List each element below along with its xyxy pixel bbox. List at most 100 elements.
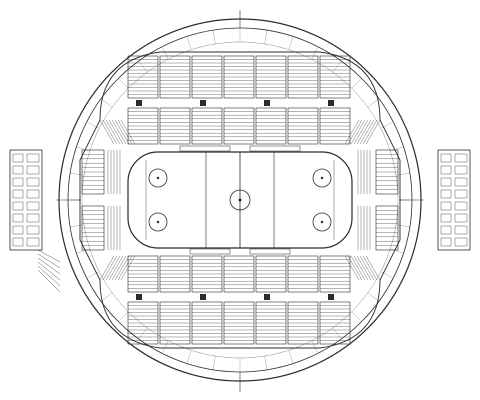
entrance-stair xyxy=(37,253,61,269)
concourse-rib xyxy=(288,350,294,364)
annex-room xyxy=(454,165,468,175)
concourse-rib xyxy=(212,30,216,44)
south-upper-section xyxy=(255,301,287,345)
concourse-rib xyxy=(380,121,394,129)
concourse-rib xyxy=(76,146,90,152)
corner-seat-row xyxy=(99,119,115,145)
annex-room xyxy=(440,225,452,235)
concourse-rib xyxy=(396,224,410,228)
vomitory xyxy=(264,100,270,106)
vomitory xyxy=(136,294,142,300)
corner-seat-row xyxy=(102,255,118,281)
concourse-rib xyxy=(288,36,294,50)
south-lower-section xyxy=(287,255,319,293)
corner-seat-row xyxy=(347,119,363,145)
annex-room xyxy=(12,213,24,223)
seating-bowl xyxy=(79,51,401,349)
annex-room xyxy=(454,237,468,247)
concourse-rib xyxy=(367,292,380,302)
concourse-rib xyxy=(161,46,169,60)
annex-room xyxy=(454,189,468,199)
annex-room xyxy=(12,177,24,187)
north-lower-section xyxy=(287,107,319,145)
south-upper-section xyxy=(223,301,255,345)
player-bench xyxy=(179,145,231,152)
east-end-section xyxy=(375,205,399,251)
vomitory xyxy=(264,294,270,300)
south-lower-section xyxy=(191,255,223,293)
corner-seat-row xyxy=(362,255,378,281)
corner-seat-row xyxy=(111,119,127,145)
concourse-rib xyxy=(70,172,84,176)
concourse-rib xyxy=(86,121,100,129)
south-lower-section xyxy=(223,255,255,293)
south-upper-section xyxy=(319,301,351,345)
annex-room xyxy=(440,177,452,187)
concourse-rib xyxy=(212,356,216,370)
concourse-rib xyxy=(70,224,84,228)
corner-seat-row xyxy=(117,255,133,281)
north-upper-section xyxy=(159,55,191,99)
corner-seat-row xyxy=(365,119,381,145)
annex-room xyxy=(454,213,468,223)
corner-seat-row xyxy=(102,119,118,145)
entrance-stair xyxy=(37,261,61,281)
corner-seat-row xyxy=(365,255,381,281)
annex-room xyxy=(440,213,452,223)
corner-seat-row xyxy=(362,119,378,145)
concourse-rib xyxy=(186,36,192,50)
corner-seat-row xyxy=(105,119,121,145)
corner-seat-row xyxy=(108,255,124,281)
concourse-rib xyxy=(367,98,380,108)
north-upper-section xyxy=(223,55,255,99)
north-lower-section xyxy=(319,107,351,145)
entrance-stair xyxy=(37,265,61,287)
south-upper-section xyxy=(159,301,191,345)
south-lower-section xyxy=(127,255,159,293)
south-lower-section xyxy=(159,255,191,293)
corner-seat-row xyxy=(353,119,369,145)
faceoff-circle xyxy=(148,212,168,232)
annex-room xyxy=(12,237,24,247)
left-annex xyxy=(9,149,43,251)
annex-room xyxy=(12,165,24,175)
concourse-rib xyxy=(186,350,192,364)
corner-seat-row xyxy=(114,119,130,145)
north-upper-section xyxy=(127,55,159,99)
outer-concourse xyxy=(56,10,424,392)
annex-room xyxy=(440,165,452,175)
corner-seat-row xyxy=(359,119,375,145)
corner-seat-row xyxy=(353,255,369,281)
annex-room xyxy=(26,189,40,199)
faceoff-circle xyxy=(312,212,332,232)
concourse-rib xyxy=(311,340,319,354)
annex-room xyxy=(454,177,468,187)
north-lower-section xyxy=(223,107,255,145)
concourse-rib xyxy=(351,311,362,322)
annex-room xyxy=(454,153,468,163)
concourse-rib xyxy=(118,78,129,89)
annex-room xyxy=(12,189,24,199)
concourse-rib xyxy=(264,30,268,44)
annex-outline xyxy=(437,149,471,251)
annex-room xyxy=(454,225,468,235)
center-dot xyxy=(238,198,242,202)
south-upper-section xyxy=(191,301,223,345)
vomitory xyxy=(200,294,206,300)
annex-room xyxy=(26,201,40,211)
concourse-rib xyxy=(76,248,90,254)
west-end-section xyxy=(81,149,105,195)
concourse-rib xyxy=(351,78,362,89)
entrance-stair xyxy=(37,249,61,263)
vomitory xyxy=(200,100,206,106)
faceoff-circle xyxy=(148,168,168,188)
annex-room xyxy=(440,201,452,211)
north-lower-section xyxy=(159,107,191,145)
annex-outline xyxy=(9,149,43,251)
north-upper-section xyxy=(191,55,223,99)
faceoff-dot xyxy=(156,176,160,180)
concourse-rib xyxy=(86,271,100,279)
annex-room xyxy=(26,237,40,247)
